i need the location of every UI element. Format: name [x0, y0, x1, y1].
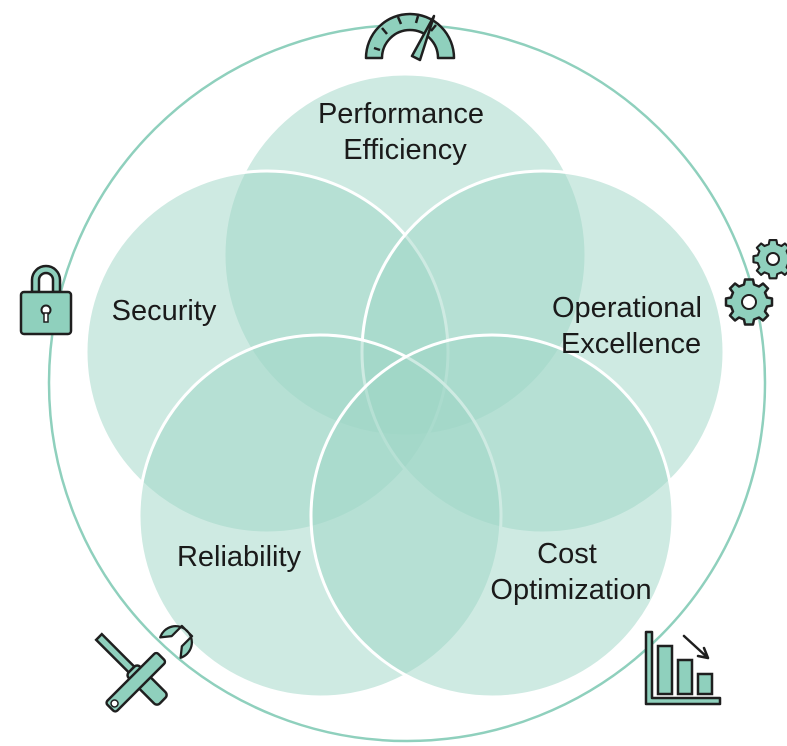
- label-performance-efficiency: Performance Efficiency: [318, 98, 492, 166]
- gears-icon: [724, 238, 787, 326]
- label-security: Security: [112, 295, 217, 327]
- declining-bar-chart-icon: [644, 630, 722, 706]
- padlock-icon: [19, 264, 73, 336]
- label-cost-optimization: Cost Optimization: [490, 538, 651, 606]
- speedometer-icon: [364, 12, 456, 62]
- wrench-screwdriver-icon: [94, 624, 194, 713]
- venn-petals: [84, 72, 726, 699]
- petal-cost-optimization: [309, 333, 675, 699]
- label-reliability: Reliability: [177, 541, 302, 573]
- label-operational-excellence: Operational Excellence: [552, 292, 710, 360]
